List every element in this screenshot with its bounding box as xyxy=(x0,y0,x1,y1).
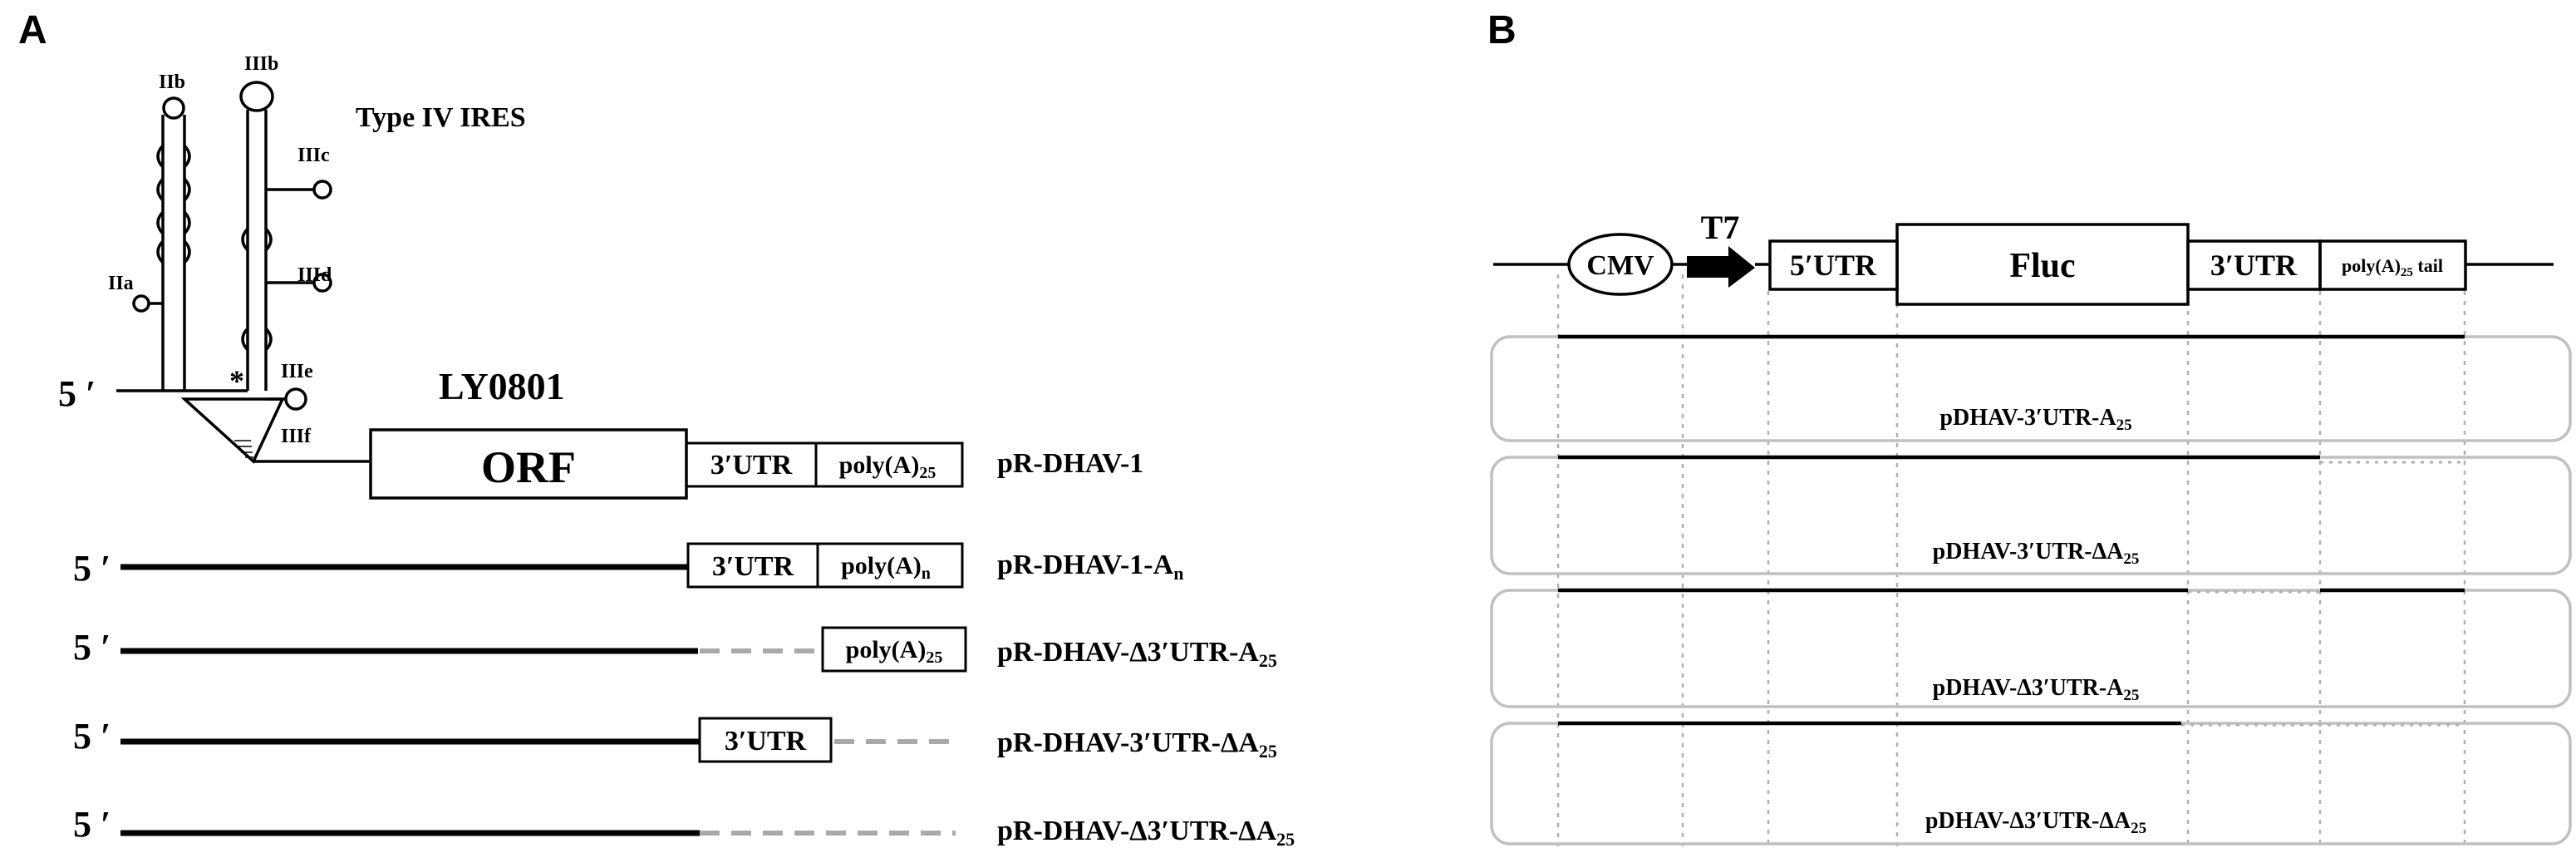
utr3-box xyxy=(698,717,833,763)
bulge-ii-3 xyxy=(156,210,191,235)
polya-box xyxy=(814,441,964,488)
polya-label: poly(A)25 xyxy=(846,636,943,667)
pseudoknot-hatch xyxy=(234,440,253,458)
label-iiie: IIIe xyxy=(281,361,313,382)
construct-row-2: 5 ′ 3′UTR poly(A)n pR-DHAV-1-An xyxy=(73,542,1183,589)
construct-panel-3: pDHAV-Δ3′UTR-A25 xyxy=(1490,588,2572,708)
loop-iiic xyxy=(312,180,332,200)
polya-label: poly(A)25 xyxy=(839,451,937,482)
bulge-iii-2 xyxy=(241,327,273,352)
construct-name: pR-DHAV-1 xyxy=(997,448,1143,479)
five-prime-label: 5 ′ xyxy=(58,373,96,414)
ires-structure xyxy=(116,81,371,464)
bulge-ii-1 xyxy=(156,144,191,169)
construct-name: pR-DHAV-3′UTR-ΔA25 xyxy=(997,727,1277,762)
polya-tail-label: poly(A)25 tail xyxy=(2342,255,2443,279)
utr3-label: 3′UTR xyxy=(712,551,794,582)
five-prime-label: 5 ′ xyxy=(73,548,111,589)
loop-iia xyxy=(132,294,150,313)
construct-name: pDHAV-3′UTR-A25 xyxy=(1939,405,2131,434)
construct-row-1: ORF 3′UTR poly(A)25 pR-DHAV-1 xyxy=(369,428,1143,500)
construct-name: pR-DHAV-1-An xyxy=(997,550,1183,584)
construct-name: pDHAV-Δ3′UTR-A25 xyxy=(1933,675,2140,704)
five-prime-label: 5 ′ xyxy=(73,716,111,757)
five-prime-label: 5 ′ xyxy=(73,627,111,668)
construct-panel-4: pDHAV-Δ3′UTR-ΔA25 xyxy=(1490,721,2572,846)
vector-map: CMV T7 5′UTR Fluc 3′UTR poly(A)25 tail xyxy=(1493,209,2554,306)
utr3-label: 3′UTR xyxy=(725,726,807,757)
bulge-ii-4 xyxy=(156,239,191,264)
orf-label: ORF xyxy=(481,442,576,492)
panel-a: A xyxy=(18,8,1295,850)
polya-box xyxy=(821,626,967,673)
utr5-label: 5′UTR xyxy=(1790,249,1877,282)
five-prime-label: 5 ′ xyxy=(73,804,111,845)
label-iiid: IIId xyxy=(297,264,332,286)
label-iib: IIb xyxy=(159,71,185,93)
panel-b: B CMV T7 5′UTR Fluc 3′UTR xyxy=(1487,8,2572,846)
construct-name: pR-DHAV-Δ3′UTR-ΔA25 xyxy=(997,816,1295,850)
bulge-ii-2 xyxy=(156,177,191,202)
t7-arrow-icon xyxy=(1687,246,1755,288)
construct-row-5: 5 ′ pR-DHAV-Δ3′UTR-ΔA25 xyxy=(73,804,1295,850)
loop-iiie xyxy=(284,387,307,411)
fluc-label: Fluc xyxy=(2009,247,2075,285)
asterisk: * xyxy=(229,364,244,397)
polya-label: poly(A)n xyxy=(841,552,931,583)
construct-row-4: 5 ′ 3′UTR pR-DHAV-3′UTR-ΔA25 xyxy=(73,716,1277,763)
t7-label: T7 xyxy=(1701,209,1740,246)
polya-box xyxy=(816,542,964,589)
construct-panel-1: pDHAV-3′UTR-A25 xyxy=(1490,334,2572,442)
guide-lines xyxy=(1556,274,2466,846)
panel-b-letter: B xyxy=(1487,8,1517,52)
label-iia: IIa xyxy=(108,273,134,294)
construct-name: pDHAV-3′UTR-ΔA25 xyxy=(1933,539,2140,568)
label-iiib: IIIb xyxy=(244,53,278,75)
bulge-iii-1 xyxy=(241,227,273,252)
utr3-label: 3′UTR xyxy=(2210,249,2298,282)
pseudoknot-iiif xyxy=(180,397,285,464)
panel-a-letter: A xyxy=(18,8,47,52)
construct-name: pDHAV-Δ3′UTR-ΔA25 xyxy=(1925,808,2146,837)
construct-name: pR-DHAV-Δ3′UTR-A25 xyxy=(997,637,1277,671)
construct-panel-2: pDHAV-3′UTR-ΔA25 xyxy=(1490,455,2572,575)
loop-iib xyxy=(162,96,185,120)
utr3-label: 3′UTR xyxy=(710,450,793,481)
construct-row-3: 5 ′ poly(A)25 pR-DHAV-Δ3′UTR-A25 xyxy=(73,626,1277,673)
cmv-label: CMV xyxy=(1586,250,1654,281)
ires-type-label: Type IV IRES xyxy=(356,102,526,133)
loop-iiib xyxy=(239,81,274,112)
label-iiif: IIIf xyxy=(281,426,312,447)
loop-iiid xyxy=(312,273,332,293)
label-iiic: IIIc xyxy=(297,145,330,166)
strain-label: LY0801 xyxy=(439,365,565,407)
